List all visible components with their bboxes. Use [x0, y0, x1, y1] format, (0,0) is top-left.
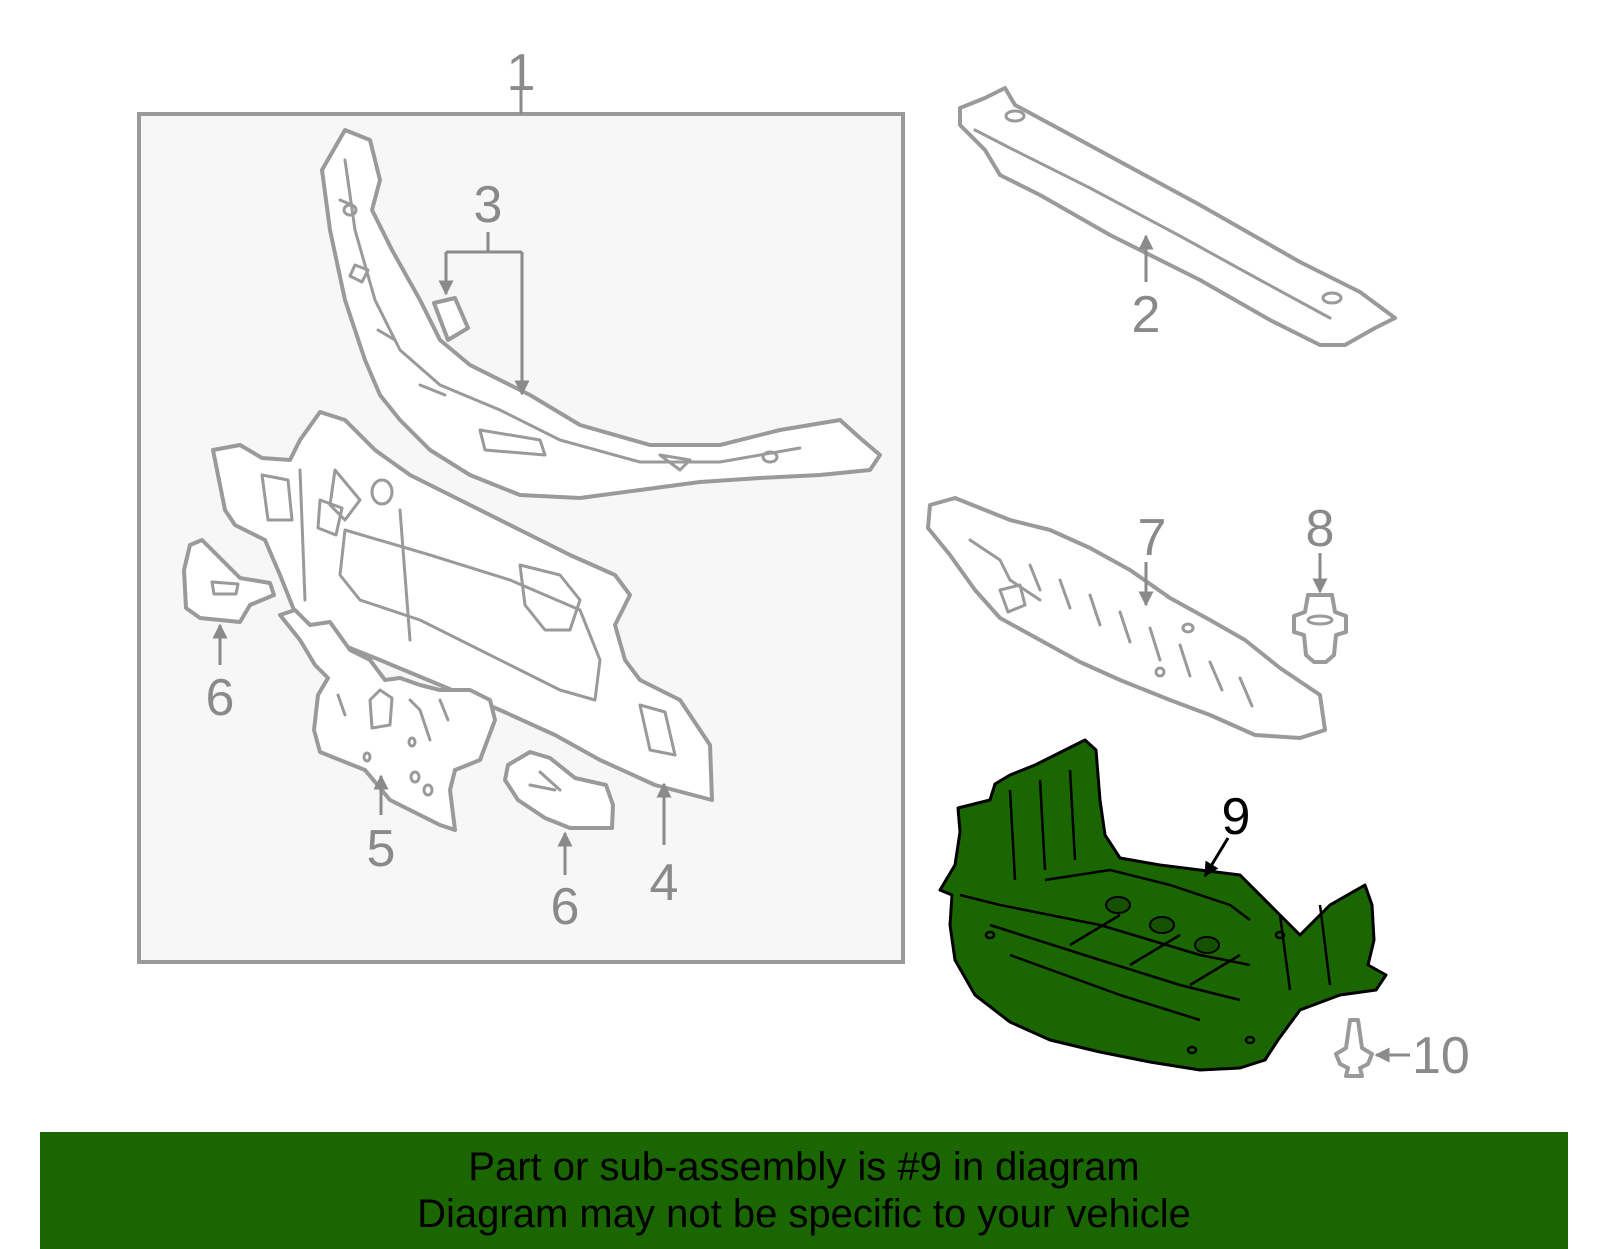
bracket-part-6-center	[503, 750, 615, 830]
callout-8: 8	[1306, 500, 1335, 558]
bracket-part-5	[278, 608, 497, 832]
upper-support-part	[320, 128, 882, 500]
callout-4: 4	[650, 854, 679, 912]
leader-3	[444, 232, 524, 392]
bracket-part-3	[432, 296, 470, 342]
callout-3: 3	[474, 176, 503, 234]
lower-panel-part-4	[211, 410, 714, 802]
callout-5: 5	[367, 820, 396, 878]
callout-9: 9	[1222, 788, 1251, 846]
callout-10: 10	[1412, 1027, 1470, 1085]
leader-9	[1203, 837, 1230, 878]
deflector-part-7	[926, 496, 1327, 740]
banner-line-1: Part or sub-assembly is #9 in diagram	[468, 1145, 1140, 1189]
banner-line-2: Diagram may not be specific to your vehi…	[417, 1192, 1191, 1236]
callout-1: 1	[507, 44, 536, 102]
splash-shield-part-9	[938, 738, 1388, 1072]
callout-7: 7	[1138, 509, 1167, 567]
push-pin-part-10	[1334, 1018, 1374, 1078]
part-notice-banner: Part or sub-assembly is #9 in diagram Di…	[40, 1132, 1568, 1249]
tie-bar-part-2	[958, 86, 1397, 347]
clip-part-8	[1292, 593, 1348, 664]
bracket-part-6-left	[182, 538, 276, 624]
callout-2: 2	[1132, 286, 1161, 344]
callout-6-center: 6	[551, 878, 580, 936]
callout-6-left: 6	[206, 669, 235, 727]
